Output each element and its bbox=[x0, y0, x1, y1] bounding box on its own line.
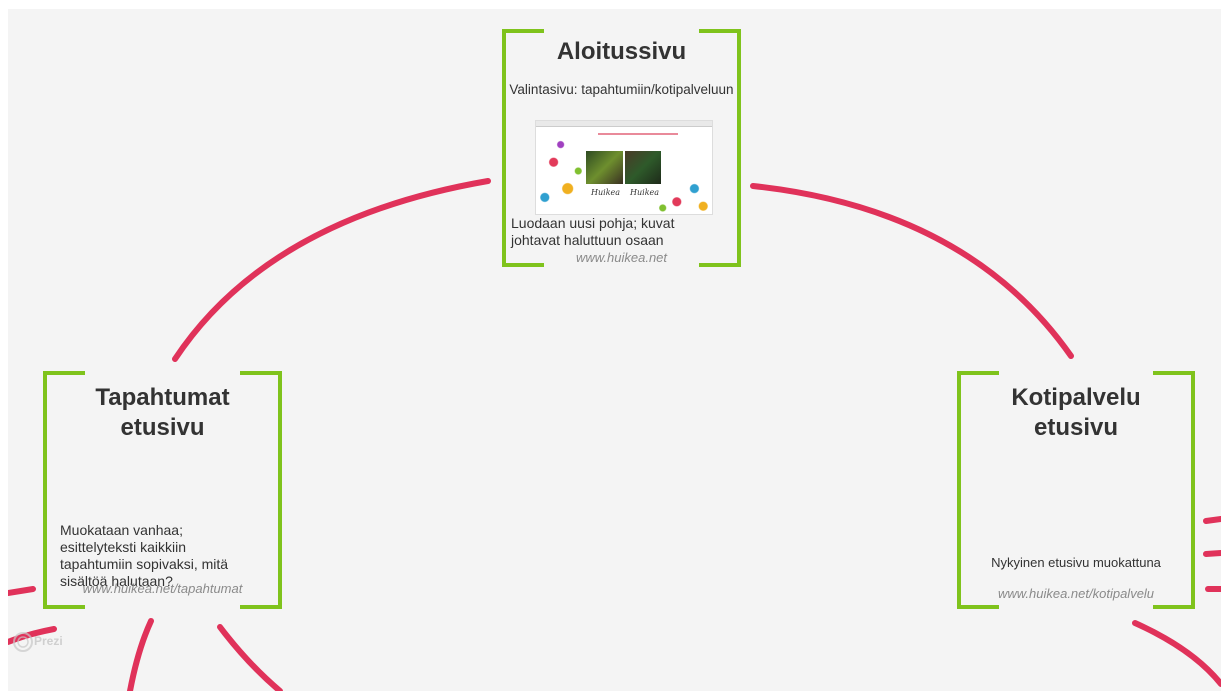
path-curve-right-out1 bbox=[1203, 516, 1221, 524]
frame-bracket-left bbox=[43, 371, 85, 609]
frame-description: Luodaan uusi pohja; kuvat johtavat halut… bbox=[511, 215, 675, 248]
thumbnail-heading bbox=[598, 133, 678, 135]
frame-subtitle: Valintasivu: tapahtumiin/kotipalveluun bbox=[509, 82, 734, 97]
path-curve-right-out2 bbox=[1203, 550, 1221, 557]
thumbnail-browser-bar bbox=[536, 121, 712, 127]
frame-aloitussivu[interactable]: Aloitussivu Valintasivu: tapahtumiin/kot… bbox=[502, 29, 741, 267]
prezi-logo-text: Prezi bbox=[34, 634, 63, 648]
path-curve-right-down bbox=[1132, 620, 1221, 687]
thumbnail-confetti-image bbox=[536, 127, 712, 214]
thumbnail-photo-events bbox=[586, 151, 623, 184]
thumbnail-photo-homecare bbox=[625, 151, 661, 184]
frame-bracket-left bbox=[957, 371, 999, 609]
frame-title-line1: Kotipalvelu bbox=[1011, 384, 1141, 411]
frame-title-line2: etusivu bbox=[120, 414, 205, 441]
frame-url: www.huikea.net bbox=[575, 250, 668, 265]
frame-description: Muokataan vanhaa; esittelyteksti kaikkii… bbox=[60, 522, 229, 589]
frame-title-line1: Tapahtumat bbox=[95, 384, 230, 411]
frame-title-line2: etusivu bbox=[1033, 414, 1119, 441]
path-curve-top-right bbox=[750, 183, 1074, 359]
path-curve-top-left bbox=[172, 178, 491, 362]
frame-bracket-right bbox=[1153, 371, 1195, 609]
path-curve-left-out bbox=[8, 586, 36, 596]
thumbnail-logo: Huikea bbox=[591, 188, 621, 197]
frame-url: www.huikea.net/tapahtumat bbox=[82, 581, 243, 596]
frame-url: www.huikea.net/kotipalvelu bbox=[997, 586, 1155, 601]
thumbnail-logo: Huikea bbox=[630, 188, 660, 197]
path-curve-left-down1 bbox=[127, 618, 154, 691]
frame-description: Nykyinen etusivu muokattuna bbox=[991, 555, 1161, 570]
website-thumbnail: Huikea Huikea bbox=[535, 120, 713, 215]
frame-kotipalvelu[interactable]: Kotipalvelu etusivu Nykyinen etusivu muo… bbox=[957, 371, 1195, 609]
frame-tapahtumat[interactable]: Tapahtumat etusivu Muokataan vanhaa; esi… bbox=[43, 371, 282, 609]
prezi-logo-icon bbox=[13, 632, 33, 652]
frame-bracket-right bbox=[699, 29, 741, 267]
frame-bracket-right bbox=[240, 371, 282, 609]
prezi-canvas[interactable]: Aloitussivu Valintasivu: tapahtumiin/kot… bbox=[8, 9, 1221, 691]
frame-title: Aloitussivu bbox=[556, 38, 687, 65]
path-curve-left-down2 bbox=[217, 624, 283, 691]
frame-bracket-left bbox=[502, 29, 544, 267]
prezi-logo: Prezi bbox=[12, 630, 63, 654]
